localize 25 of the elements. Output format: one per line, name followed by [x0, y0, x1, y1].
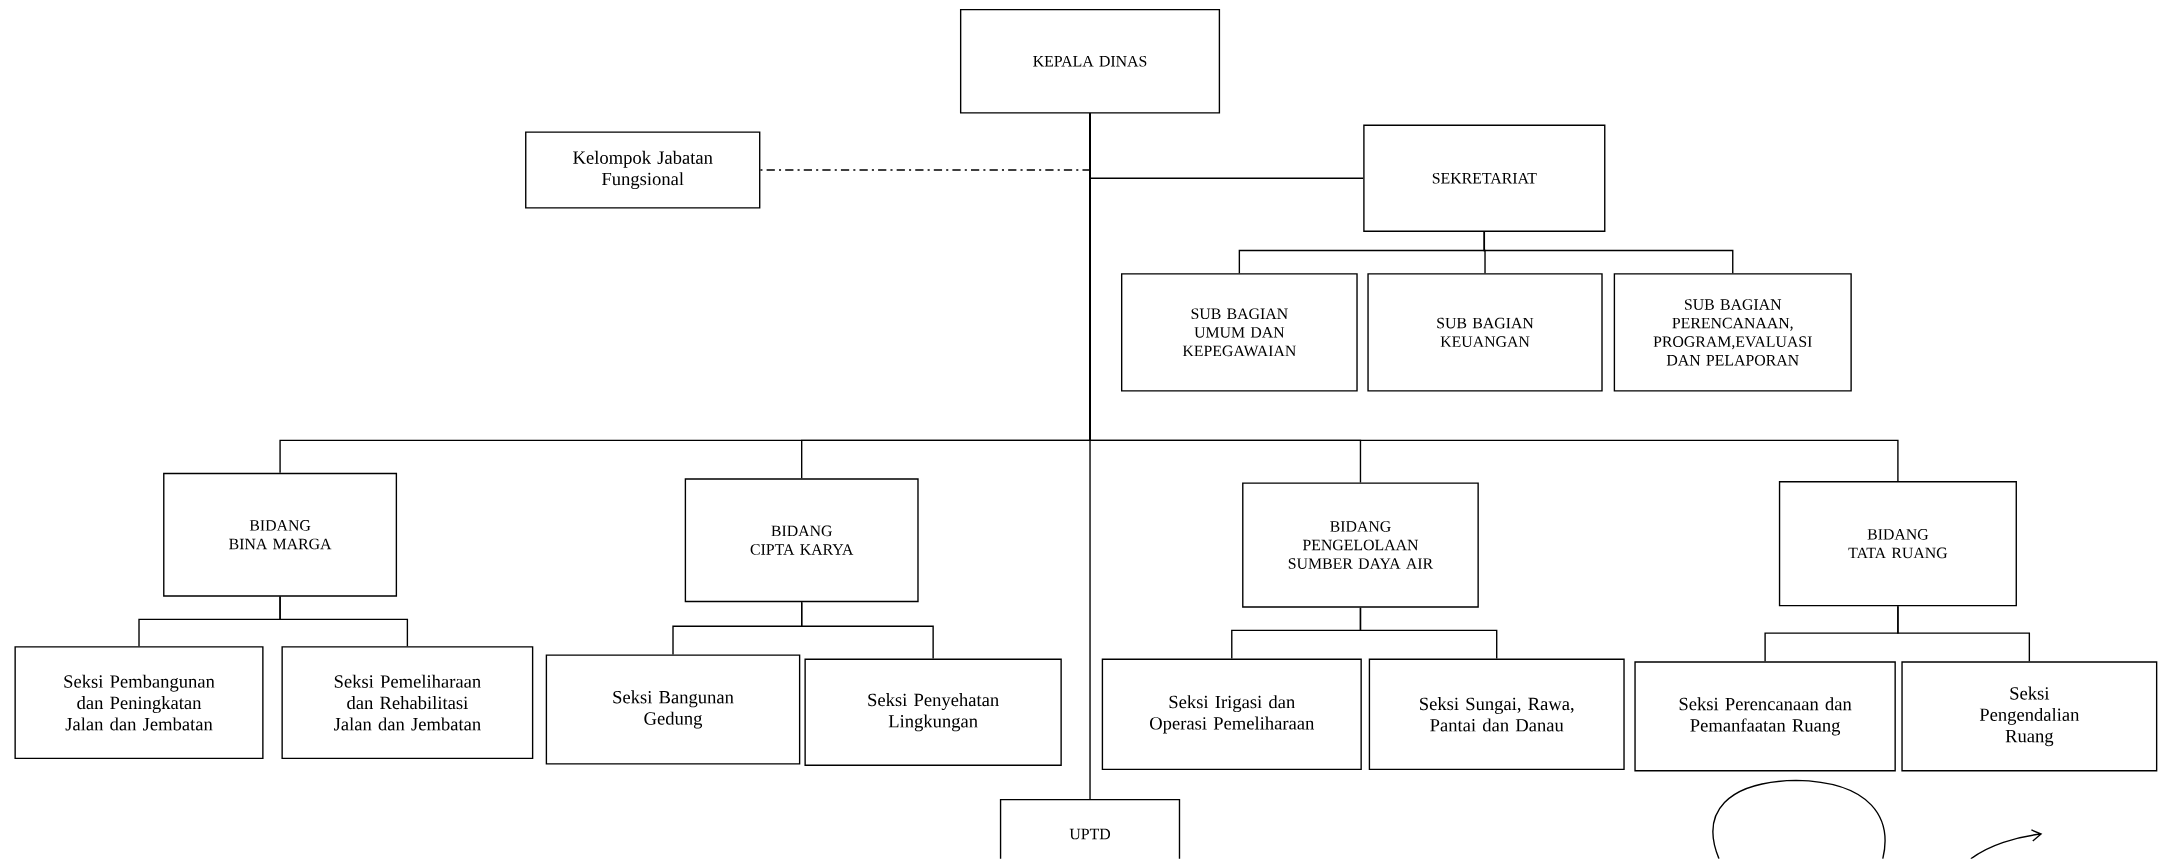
org-box: KEPALA DINAS: [959, 9, 1221, 114]
connector-line: [1897, 605, 2031, 663]
org-box: SUB BAGIAN KEUANGAN: [1367, 273, 1603, 392]
org-box: Seksi Sungai, Rawa, Pantai dan Danau: [1368, 658, 1625, 771]
org-box: Seksi Pembangunan dan Peningkatan Jalan dan Jembatan: [14, 646, 264, 760]
org-box: Seksi Irigasi dan Operasi Pemeliharaan: [1101, 658, 1362, 771]
org-box: Seksi Penyehatan Lingkungan: [804, 658, 1062, 766]
org-box: SUB BAGIAN UMUM DAN KEPEGAWAIAN: [1121, 273, 1358, 392]
connector-line: [279, 596, 409, 647]
org-box: BIDANG CIPTA KARYA: [684, 478, 919, 603]
connector-line: [1359, 607, 1498, 660]
org-box: BIDANG BINA MARGA: [163, 472, 398, 597]
org-box: BIDANG PENGELOLAAN SUMBER DAYA AIR: [1242, 482, 1479, 608]
connector-line: [801, 601, 934, 660]
org-box: Seksi Pengendalian Ruang: [1901, 661, 2158, 772]
connector-line: [1089, 112, 1091, 800]
org-box: SEKRETARIAT: [1363, 124, 1606, 232]
org-box: Seksi Pemeliharaan dan Rehabilitasi Jalan dan Jembatan: [281, 646, 534, 760]
org-box: Seksi Perencanaan dan Pemanfaatan Ruang: [1634, 661, 1896, 772]
org-box: UPTD: [999, 799, 1181, 859]
org-box: Kelompok Jabatan Fungsional: [525, 131, 761, 209]
org-box: BIDANG TATA RUANG: [1778, 481, 2017, 607]
org-box: Seksi Bangunan Gedung: [545, 654, 801, 765]
org-box: SUB BAGIAN PERENCANAAN, PROGRAM,EVALUASI DAN PELAPORAN: [1613, 273, 1852, 392]
connector-line: [1483, 231, 1734, 274]
